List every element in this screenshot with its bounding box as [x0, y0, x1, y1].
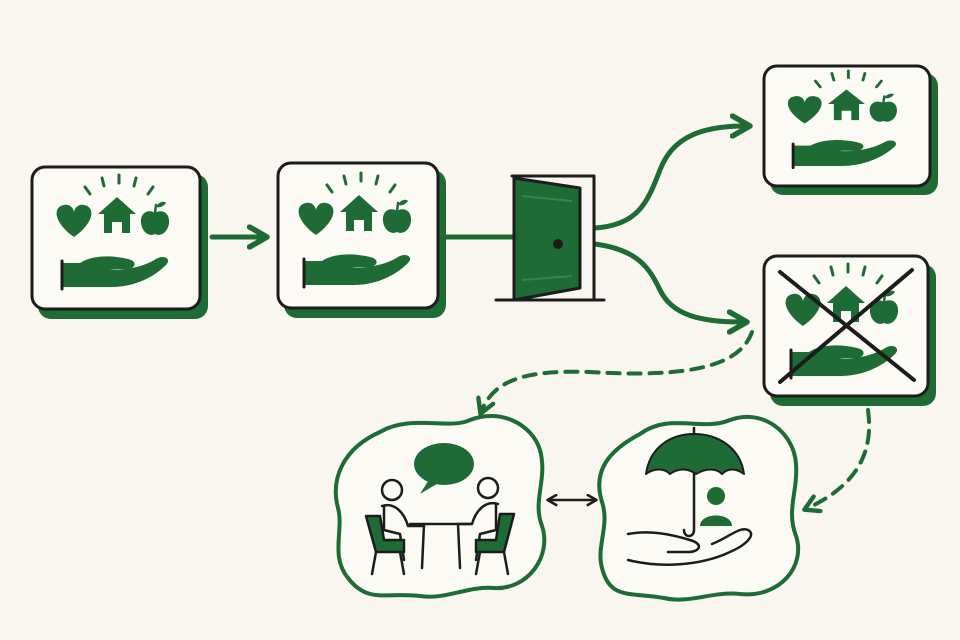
consultation-bubble [333, 414, 547, 599]
protection-bubble [597, 414, 801, 602]
person-icon [700, 487, 732, 526]
benefits-card-lost [762, 254, 936, 406]
edge-lost-to-consultation [482, 330, 754, 410]
benefits-card-continued [762, 64, 938, 195]
chair-icon [474, 512, 516, 576]
edge-door-to-lost-card [592, 241, 742, 322]
open-hand-icon [626, 527, 753, 566]
edge-door-to-continued-card [592, 126, 745, 231]
cross-out-icon [778, 268, 916, 384]
benefits-card-2 [276, 161, 446, 318]
person-icon [456, 476, 500, 562]
edge-lost-to-protection [808, 408, 872, 508]
chair-icon [364, 514, 406, 576]
benefits-card-1 [30, 165, 208, 319]
speech-bubble-icon [414, 443, 474, 494]
open-door-icon [494, 174, 606, 302]
umbrella-icon [645, 426, 745, 538]
